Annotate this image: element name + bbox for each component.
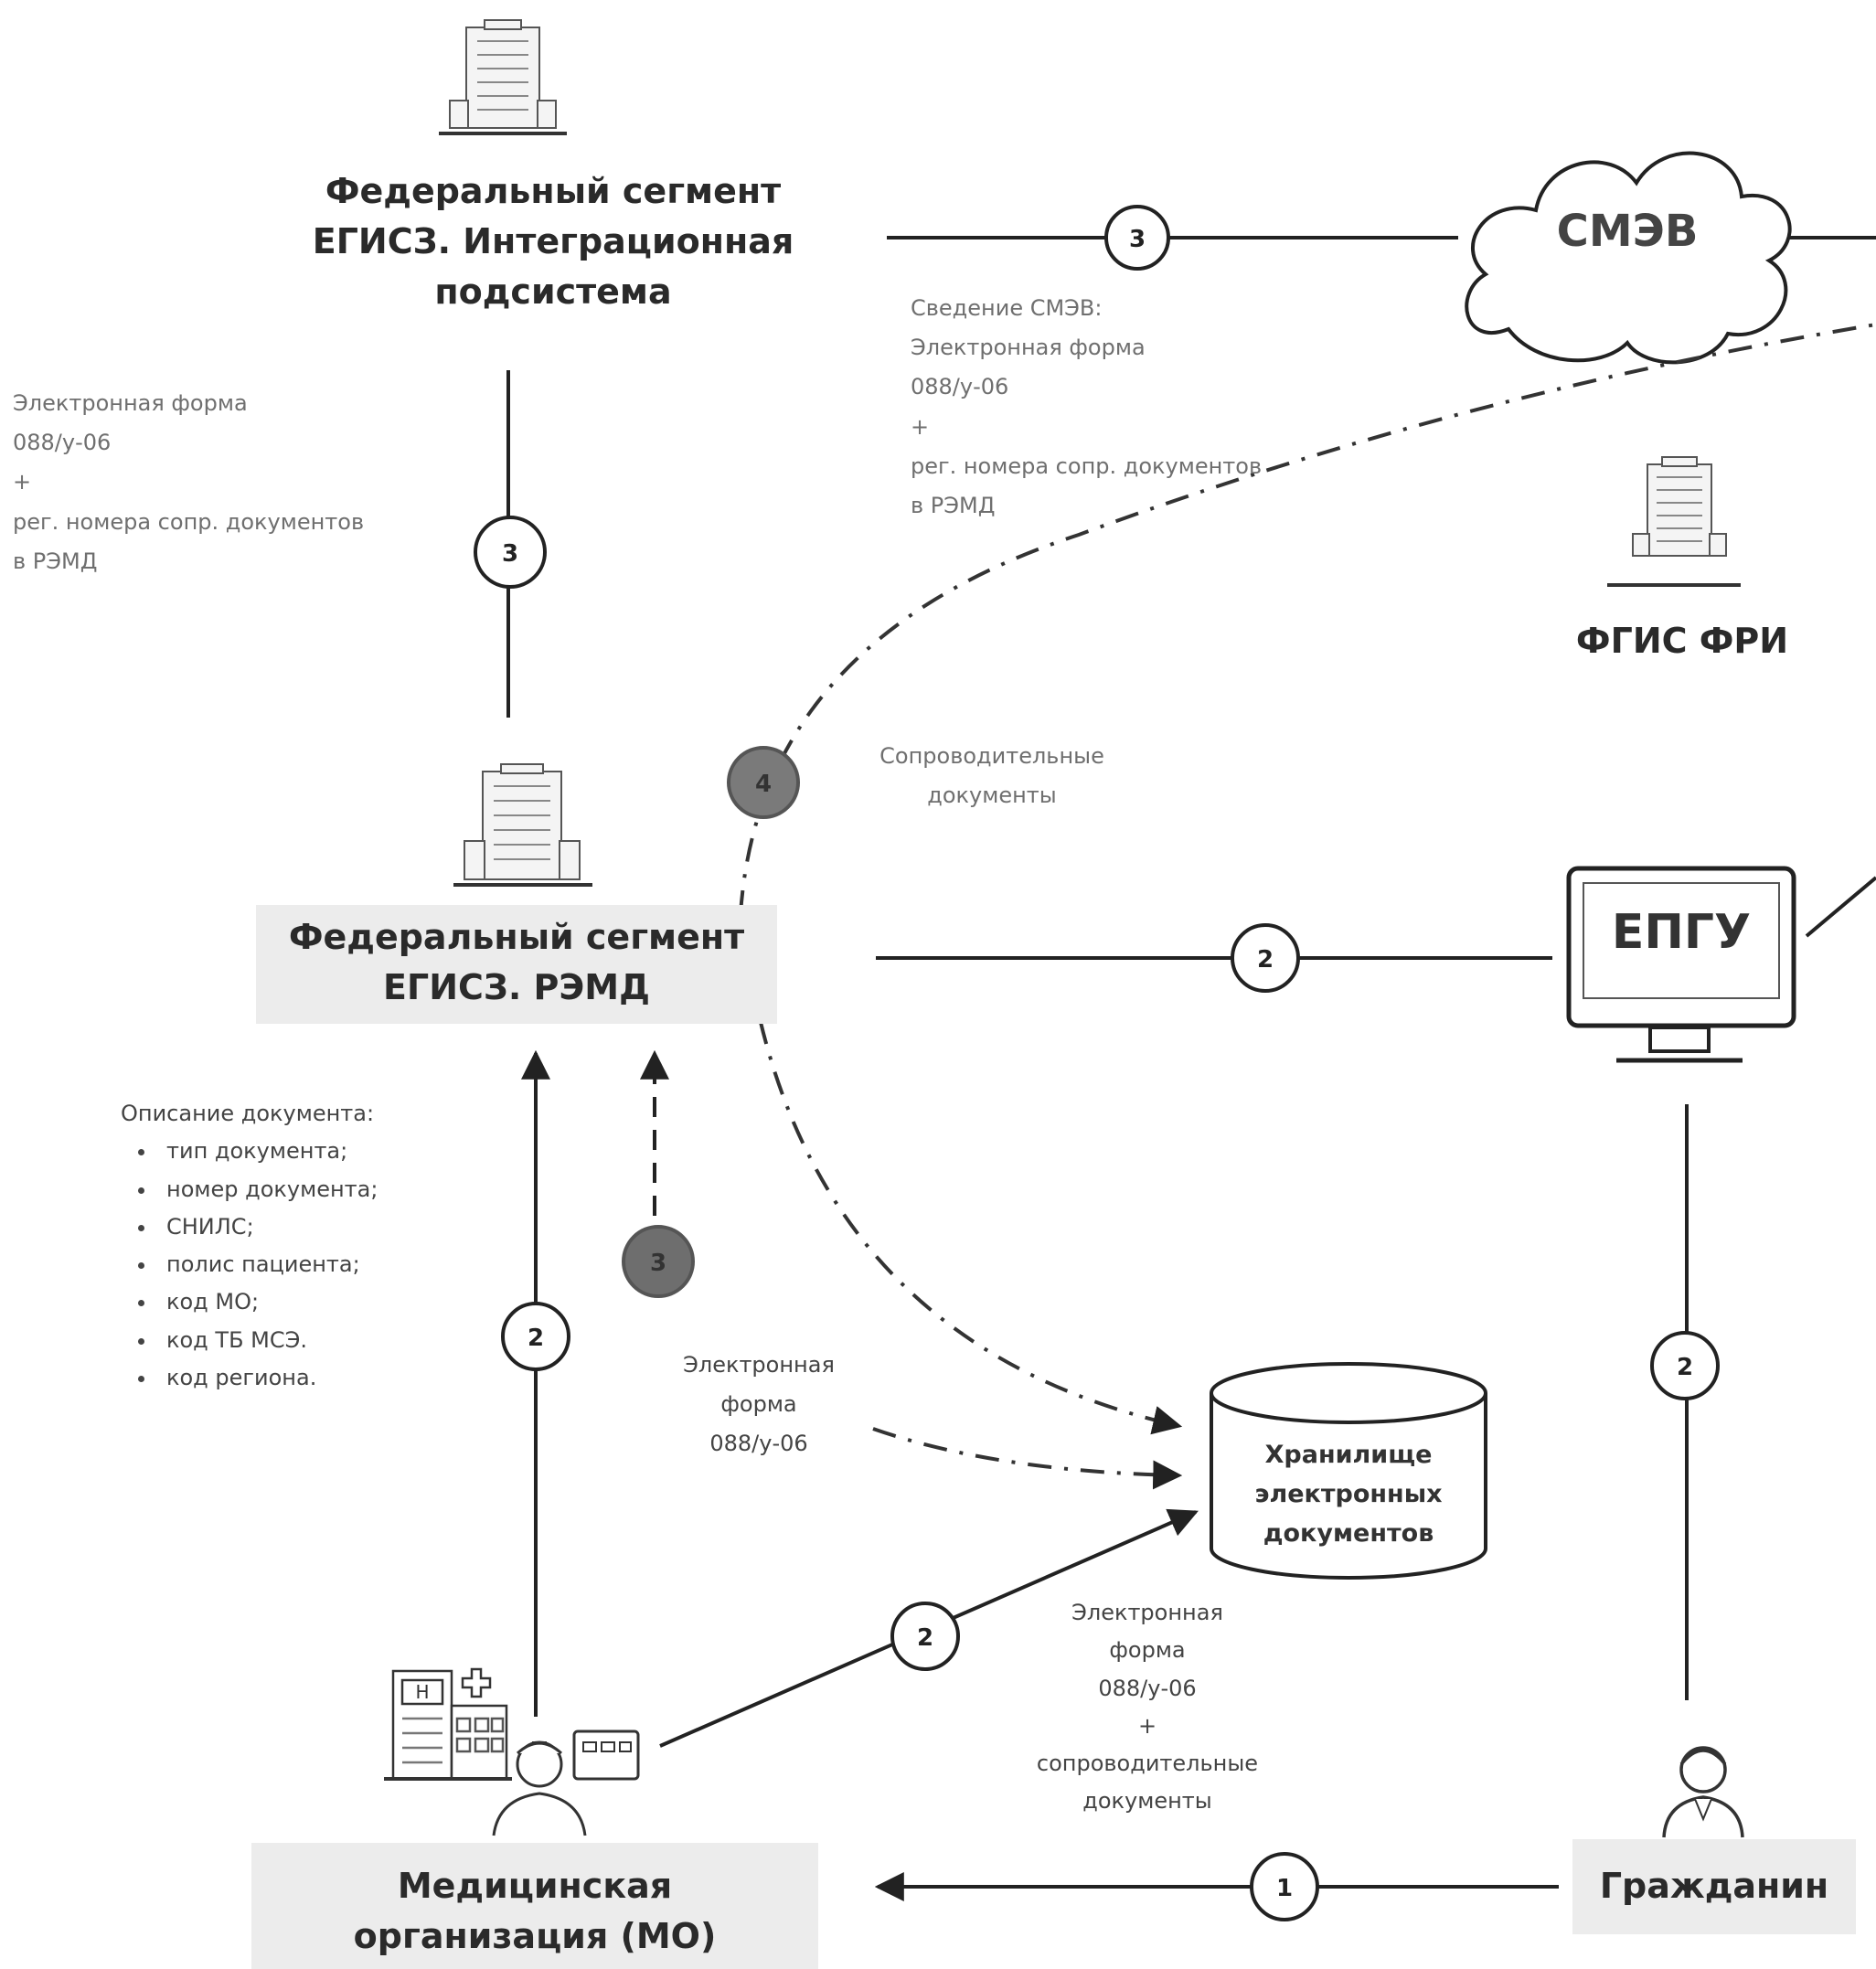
node-smev-title: СМЭВ [1556, 206, 1699, 257]
doc-description-heading: Описание документа: [121, 1101, 375, 1126]
node-citizen-title: Гражданин [1599, 1866, 1829, 1906]
doctor-icon [492, 1730, 640, 1836]
building-icon-integration [439, 19, 567, 135]
label-integration-info: Электронная форма 088/у-06 + рег. номера… [13, 390, 365, 574]
svg-text:2: 2 [1257, 946, 1274, 974]
svg-text:4: 4 [755, 771, 772, 798]
node-fgis-title: ФГИС ФРИ [1575, 621, 1789, 661]
label-smev-info: Сведение СМЭВ: Электронная форма 088/у-0… [911, 295, 1263, 518]
svg-text:2: 2 [1677, 1354, 1693, 1381]
edge-form-storage [872, 1427, 1183, 1490]
citizen-icon [1662, 1746, 1744, 1838]
step-badge-citizen-epgu: 2 [1650, 1331, 1720, 1400]
node-integration-title: Федеральный сегмент ЕГИСЗ. Интеграционна… [312, 171, 794, 313]
step-badge-integration-smev: 3 [1104, 205, 1170, 271]
step-badge-remd-integration: 3 [474, 516, 547, 589]
node-mo-title: Медицинская организация (МО) [353, 1866, 717, 1957]
list-item: СНИЛС; [157, 1208, 486, 1246]
list-item: полис пациента; [157, 1246, 486, 1283]
svg-text:1: 1 [1276, 1875, 1293, 1902]
cloud-icon-smev [1465, 151, 1792, 365]
list-item: код региона. [157, 1359, 486, 1397]
svg-text:2: 2 [528, 1325, 544, 1352]
edge-remd-fgis [739, 323, 1876, 915]
step-badge-mo-remd-dashed: 3 [622, 1225, 695, 1298]
node-storage-title: Хранилище электронных документов [1254, 1441, 1443, 1549]
node-remd-title: Федеральный сегмент ЕГИСЗ. РЭМД [288, 917, 745, 1008]
list-item: тип документа; [157, 1133, 486, 1170]
label-doc-description: Описание документа: тип документа; номер… [121, 1095, 486, 1397]
label-accompanying-docs: Сопроводительные документы [879, 743, 1104, 809]
step-badge-remd-epgu: 2 [1231, 923, 1300, 993]
svg-text:3: 3 [650, 1250, 666, 1277]
svg-text:H: H [415, 1681, 429, 1703]
svg-text:3: 3 [1129, 226, 1146, 253]
building-icon-fgis [1607, 456, 1741, 587]
svg-text:2: 2 [917, 1624, 933, 1652]
building-icon-remd [453, 763, 592, 887]
list-item: номер документа; [157, 1171, 486, 1208]
node-remd-background [256, 905, 777, 1024]
node-mo-background [251, 1843, 818, 1969]
monitor-icon-epgu [1566, 866, 1796, 1063]
label-electronic-form-full: Электронная форма 088/у-06 + сопроводите… [1036, 1600, 1259, 1815]
node-citizen-background [1572, 1839, 1856, 1934]
step-badge-citizen-mo: 1 [1250, 1852, 1319, 1921]
step-badge-mo-remd: 2 [501, 1302, 570, 1371]
hospital-icon: H [384, 1667, 512, 1781]
edge-remd-epgu [876, 876, 1876, 960]
database-icon-storage [1210, 1362, 1487, 1580]
step-badge-mo-storage: 2 [890, 1602, 960, 1671]
node-epgu-title: ЕПГУ [1611, 905, 1752, 960]
label-electronic-form-mid: Электронная форма 088/у-06 [683, 1352, 835, 1457]
edge-remd-storage [748, 968, 1183, 1435]
list-item: код МО; [157, 1283, 486, 1321]
svg-text:3: 3 [502, 540, 518, 568]
list-item: код ТБ МСЭ. [157, 1322, 486, 1359]
step-badge-remd-fgis: 4 [727, 746, 800, 819]
doc-description-list: тип документа; номер документа; СНИЛС; п… [121, 1133, 486, 1397]
